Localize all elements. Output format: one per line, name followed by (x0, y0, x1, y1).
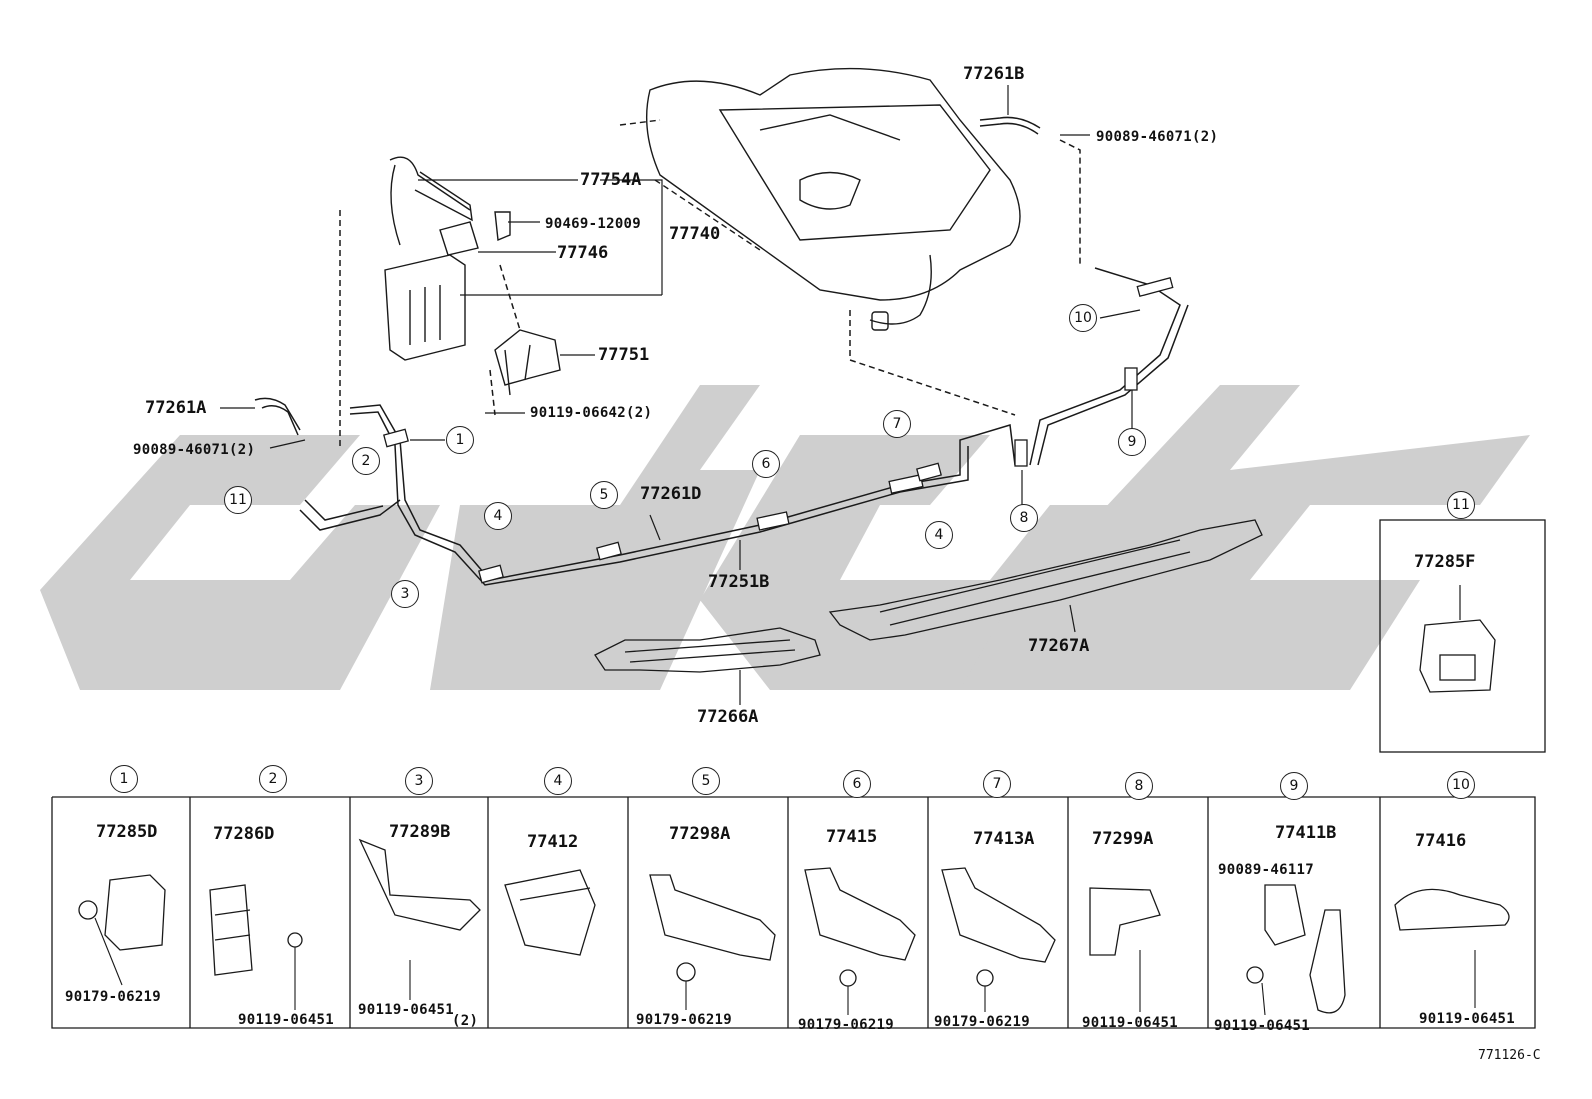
panel-3-note: (2) (452, 1013, 479, 1029)
callout-9: 9 (1118, 428, 1146, 456)
panel-5-number: 5 (692, 767, 720, 795)
panel-6-number: 6 (843, 770, 871, 798)
callout-10: 10 (1069, 304, 1097, 332)
panel-8-part: 77299A (1092, 829, 1154, 849)
panel-1-fastener: 90179-06219 (65, 989, 162, 1005)
panel-7-fastener: 90179-06219 (934, 1014, 1031, 1030)
part-label-77261D: 77261D (640, 484, 702, 504)
canister (384, 156, 511, 361)
panel-3-fastener: 90119-06451 (358, 1002, 455, 1018)
protector-77267A (828, 519, 1263, 641)
callout-4-left: 4 (484, 502, 512, 530)
callout-6: 6 (752, 450, 780, 478)
panel-10-part: 77416 (1415, 831, 1467, 851)
bracket-77751 (494, 329, 561, 396)
panel-9-extra-part: 90089-46117 (1218, 862, 1315, 878)
part-label-77266A: 77266A (697, 707, 759, 727)
panel-1-number: 1 (110, 765, 138, 793)
part-label-77746: 77746 (557, 243, 609, 263)
protector-77266A (594, 627, 821, 673)
fuel-tank (619, 67, 1021, 331)
panel-9-number: 9 (1280, 772, 1308, 800)
callout-7: 7 (883, 410, 911, 438)
panel-2-number: 2 (259, 765, 287, 793)
panel-4-number: 4 (544, 767, 572, 795)
part-label-90119-06642: 90119-06642(2) (530, 405, 653, 421)
callout-2: 2 (352, 447, 380, 475)
part-label-90469-12009: 90469-12009 (545, 216, 642, 232)
panel-3-number: 3 (405, 767, 433, 795)
panel-8-number: 8 (1125, 772, 1153, 800)
panel-5-fastener: 90179-06219 (636, 1012, 733, 1028)
panel-fastener-leaders (94, 917, 1476, 1016)
panel-6-fastener: 90179-06219 (798, 1017, 895, 1033)
part-label-77267A: 77267A (1028, 636, 1090, 656)
callout-5: 5 (590, 481, 618, 509)
panel-6-part: 77415 (826, 827, 878, 847)
detail-parts (78, 619, 1510, 1014)
callout-1: 1 (446, 426, 474, 454)
callout-11: 11 (224, 486, 252, 514)
callout-3: 3 (391, 580, 419, 608)
panel-10-number: 10 (1447, 771, 1475, 799)
diagram-code: 771126-C (1478, 1048, 1541, 1063)
callout-8: 8 (1010, 504, 1038, 532)
part-label-77261A: 77261A (145, 398, 207, 418)
panel-7-number: 7 (983, 770, 1011, 798)
panel-2-part: 77286D (213, 824, 275, 844)
part-label-77261B: 77261B (963, 64, 1025, 84)
watermark-logo (40, 385, 1530, 690)
tube-assembly (254, 116, 1189, 586)
panel-5-part: 77298A (669, 824, 731, 844)
part-label-77251B: 77251B (708, 572, 770, 592)
panel-7-part: 77413A (973, 829, 1035, 849)
panel-2-fastener: 90119-06451 (238, 1012, 335, 1028)
leader-lines (220, 85, 1461, 705)
detail-panels (51, 519, 1546, 1029)
panel-8-fastener: 90119-06451 (1082, 1015, 1179, 1031)
panel-10-fastener: 90119-06451 (1419, 1011, 1516, 1027)
part-label-77285F: 77285F (1414, 552, 1476, 572)
panel-3-part: 77289B (389, 822, 451, 842)
panel-9-fastener: 90119-06451 (1214, 1018, 1311, 1034)
part-label-77751: 77751 (598, 345, 650, 365)
part-label-90089-46071-left: 90089-46071(2) (133, 442, 256, 458)
part-label-90089-46071-top: 90089-46071(2) (1096, 129, 1219, 145)
part-label-77740: 77740 (669, 224, 721, 244)
panel-1-part: 77285D (96, 822, 158, 842)
panel-9-part: 77411B (1275, 823, 1337, 843)
callout-4-right: 4 (925, 521, 953, 549)
callout-11-detail: 11 (1447, 491, 1475, 519)
panel-4-part: 77412 (527, 832, 579, 852)
part-label-77754A: 77754A (580, 170, 642, 190)
clamp-strips (383, 276, 1174, 584)
